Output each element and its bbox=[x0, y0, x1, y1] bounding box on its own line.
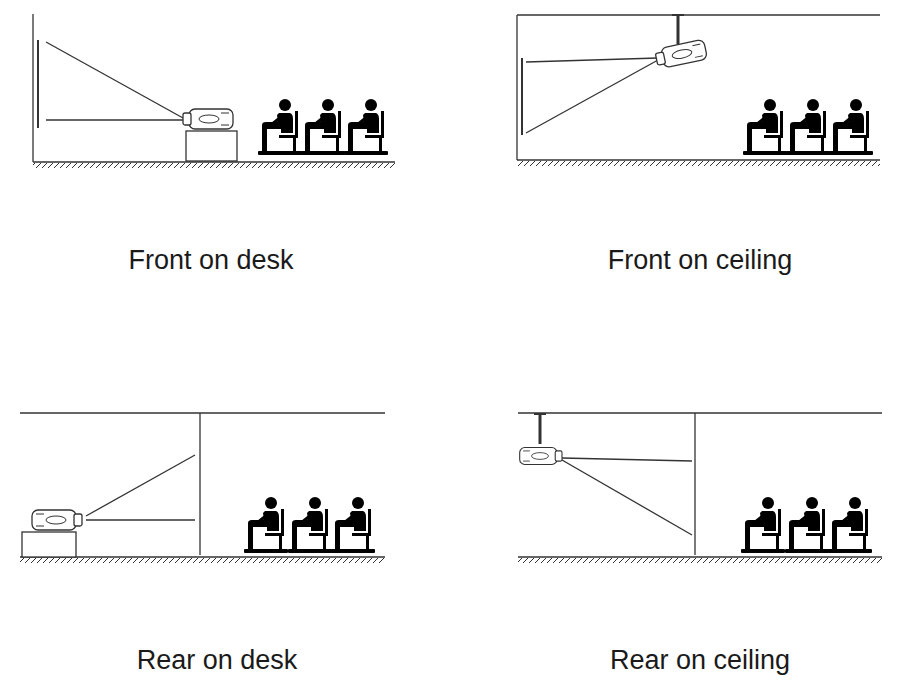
caption-label: Front on desk bbox=[128, 244, 293, 276]
caption-label: Front on ceiling bbox=[608, 244, 793, 276]
caption-label: Rear on desk bbox=[137, 644, 298, 676]
caption-label: Rear on ceiling bbox=[610, 644, 790, 676]
